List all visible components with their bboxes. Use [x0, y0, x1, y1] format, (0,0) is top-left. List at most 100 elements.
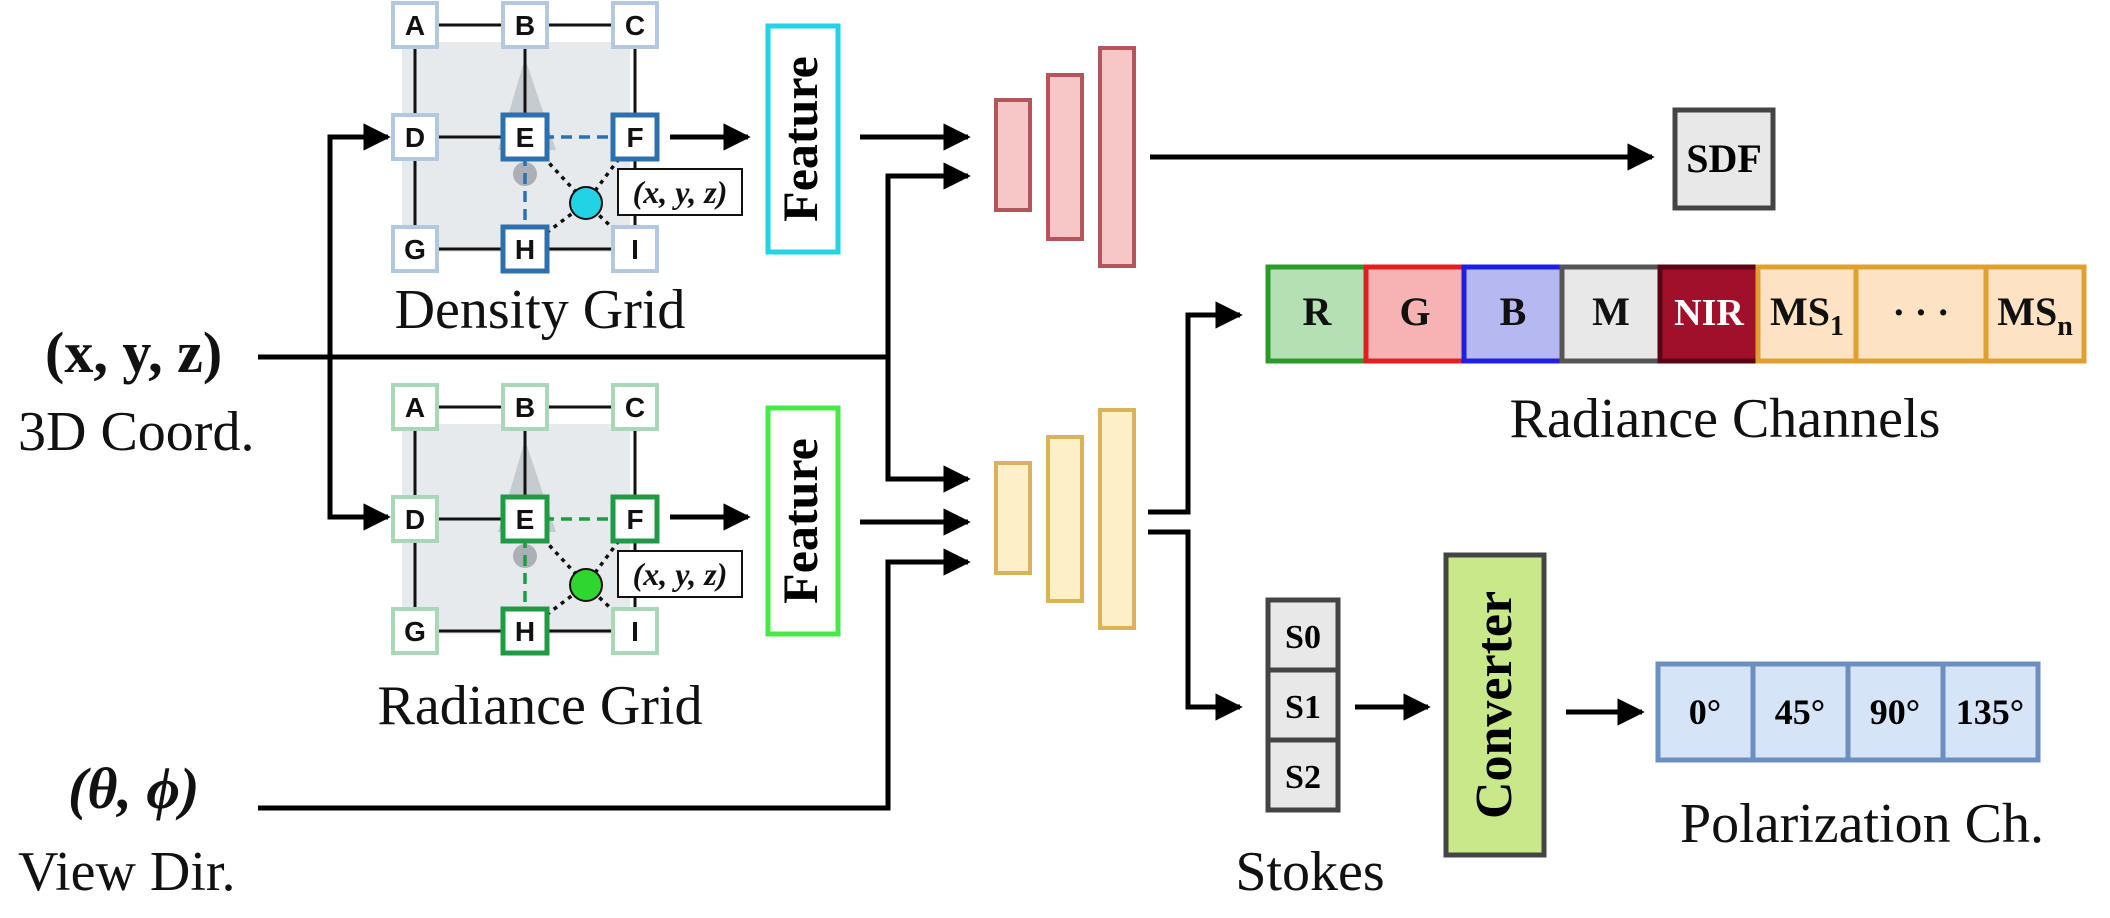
density-cell-label: B — [515, 10, 535, 41]
sdf-label: SDF — [1686, 136, 1762, 181]
radiance-cell-b — [501, 383, 549, 431]
density-cell-label: H — [515, 234, 535, 265]
radiance-point-label: (x, y, z) — [633, 556, 728, 592]
density-point-label: (x, y, z) — [633, 174, 728, 210]
polarization-label: 45° — [1775, 692, 1825, 732]
channel-label: B — [1500, 289, 1527, 334]
density-sample-point — [569, 186, 603, 220]
radiance-cell-g — [391, 607, 439, 655]
radiance-feature-label: Feature — [772, 438, 828, 604]
density-cell-i — [611, 225, 659, 273]
radiance-cell-label: D — [405, 504, 425, 535]
radiance-cell-label: F — [626, 504, 643, 535]
channel-label: G — [1399, 289, 1430, 334]
density-cell-label: I — [631, 234, 639, 265]
converter-frame — [1443, 552, 1547, 858]
density-mlp-layer — [1046, 73, 1084, 241]
channel-label: · · · — [1892, 292, 1949, 334]
radiance-cell-i — [611, 607, 659, 655]
density-cell-b — [501, 1, 549, 49]
radiance-channels-caption: Radiance Channels — [1510, 388, 1941, 450]
view-symbol: (θ, ϕ) — [68, 756, 199, 821]
density-cell-label: F — [626, 122, 643, 153]
radiance-cell-label: E — [516, 504, 535, 535]
radiance-cell-label: I — [631, 616, 639, 647]
radiance-cell-c — [611, 383, 659, 431]
polarization-label: 135° — [1956, 692, 2024, 732]
density-mlp-layer — [994, 98, 1032, 212]
coord-to-density-arrow — [327, 123, 391, 357]
coord-to-radiance-arrow — [327, 357, 391, 531]
density-cell-label: D — [405, 122, 425, 153]
radiance-mlp-output-connectors — [1148, 301, 1243, 721]
density-feature-box: Feature — [765, 23, 841, 255]
radiance-cell-h — [500, 606, 550, 656]
polarization-channel-strip: 0° 45° 90° 135° — [1655, 661, 2041, 763]
converter-label: Converter — [1466, 591, 1523, 819]
density-mlp — [994, 46, 1136, 268]
channel-label: MSn — [1997, 289, 2073, 342]
polarization-box — [1750, 661, 1851, 763]
radiance-point-label-box — [617, 550, 743, 598]
input-connectors — [258, 123, 971, 811]
radiance-cell-label: C — [625, 392, 645, 423]
channel-box — [1559, 264, 1663, 364]
radiance-feature-box: Feature — [765, 405, 841, 637]
polarization-box — [1655, 661, 1756, 763]
density-cell-label: G — [404, 234, 426, 265]
radiance-mlp-layer — [1046, 435, 1084, 603]
mlp-to-channels-arrow — [1148, 301, 1243, 515]
polarization-box — [1940, 661, 2041, 763]
polarization-label: 90° — [1870, 692, 1920, 732]
sdf-box — [1672, 107, 1776, 211]
radiance-sample-point — [569, 568, 603, 602]
density-cell-label: A — [405, 10, 425, 41]
channel-label: R — [1303, 289, 1333, 334]
polarization-caption: Polarization Ch. — [1680, 793, 2044, 855]
channel-box — [1461, 264, 1565, 364]
radiance-cell-f — [610, 494, 660, 544]
stokes-label: S0 — [1285, 619, 1321, 656]
radiance-cell-label: H — [515, 616, 535, 647]
radiance-grid-caption: Radiance Grid — [378, 675, 703, 737]
polarization-label: 0° — [1689, 692, 1721, 732]
radiance-feature-frame — [765, 405, 841, 637]
polarization-box — [1845, 661, 1946, 763]
radiance-cell-label: B — [515, 392, 535, 423]
view-caption: View Dir. — [18, 841, 236, 903]
density-point-label-box — [617, 168, 743, 216]
mlp-to-stokes-arrow — [1148, 529, 1243, 721]
density-cell-h — [500, 224, 550, 274]
channel-box — [1363, 264, 1467, 364]
density-feature-label: Feature — [772, 56, 828, 222]
stokes-caption: Stokes — [1235, 841, 1384, 903]
density-cell-c — [611, 1, 659, 49]
density-cell-f — [610, 112, 660, 162]
channel-box — [1755, 264, 1859, 364]
density-grid-caption: Density Grid — [395, 279, 686, 341]
stokes-box — [1265, 667, 1341, 743]
radiance-cell-label: A — [405, 392, 425, 423]
radiance-mlp-layer — [994, 461, 1032, 575]
density-mlp-layer — [1098, 46, 1136, 268]
radiance-cell-a — [391, 383, 439, 431]
view-to-radiance-mlp-arrow — [258, 548, 971, 811]
radiance-mlp — [994, 408, 1136, 630]
radiance-cell-label: G — [404, 616, 426, 647]
channel-box — [1983, 264, 2087, 364]
stokes-box — [1265, 737, 1341, 813]
radiance-mlp-layer — [1098, 408, 1136, 630]
density-cell-label: C — [625, 10, 645, 41]
channel-box — [1265, 264, 1369, 364]
coord-to-density-mlp-arrow — [885, 162, 971, 357]
density-cell-a — [391, 1, 439, 49]
channel-label: M — [1592, 289, 1630, 334]
coord-symbol: (x, y, z) — [45, 320, 222, 385]
radiance-grid: A B C D E F G H I (x, y, z) — [391, 383, 743, 656]
density-cell-e — [500, 112, 550, 162]
density-cell-d — [391, 113, 439, 161]
sdf-output: SDF — [1672, 107, 1776, 211]
